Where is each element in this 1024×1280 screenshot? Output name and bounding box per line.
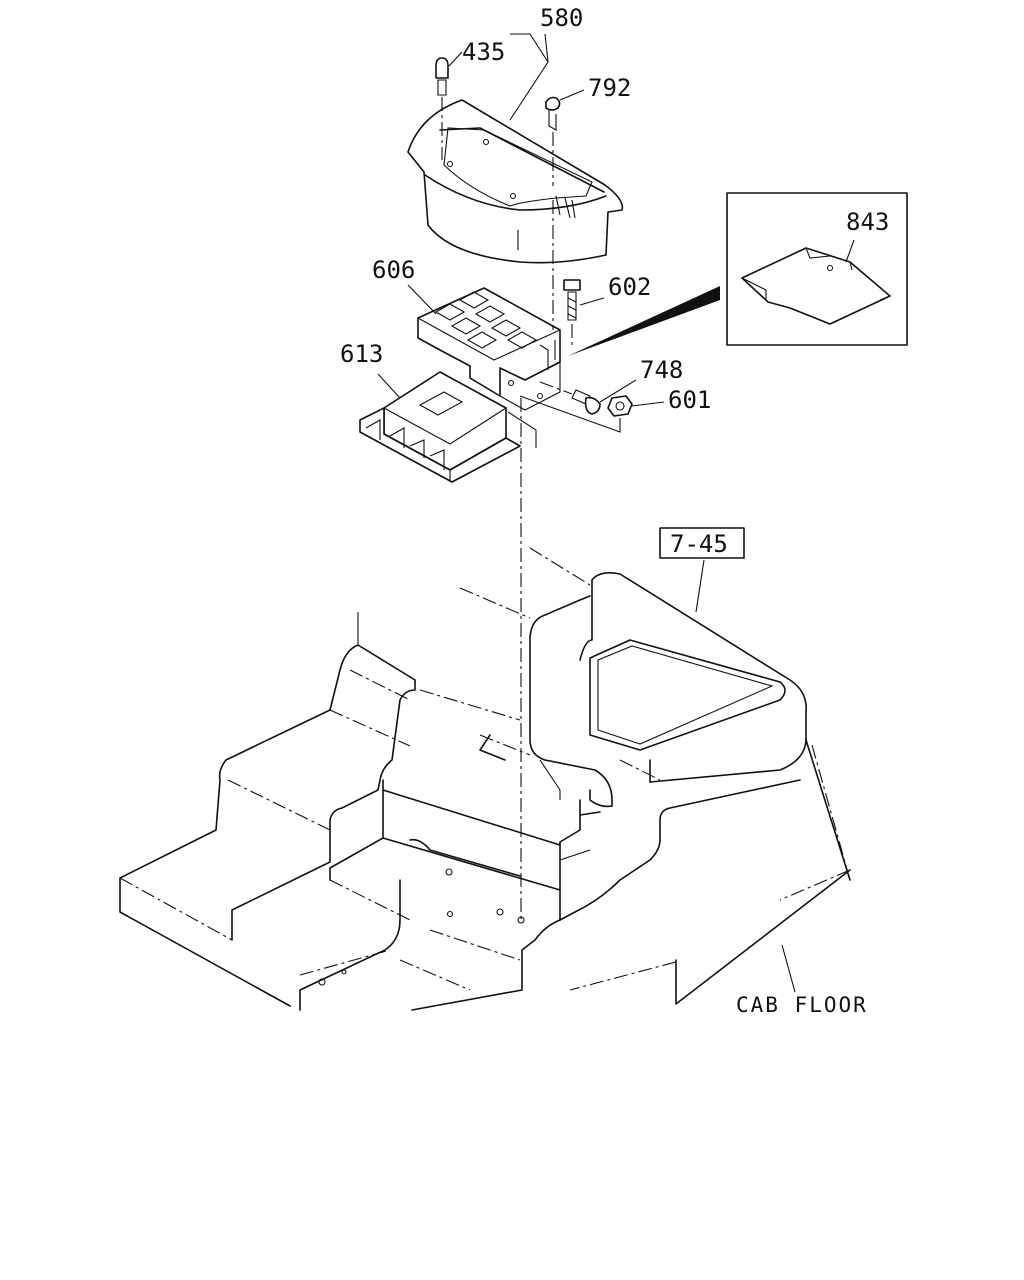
callout-580: 580: [540, 4, 583, 32]
leader-606: [407, 284, 437, 315]
callout-606: 606: [372, 256, 415, 284]
ref-box-7-45: [659, 527, 745, 559]
cover-580: [407, 99, 624, 264]
bolt-435: [435, 57, 449, 160]
callout-843: 843: [846, 208, 889, 236]
leader-601: [631, 401, 665, 407]
bracket-606: [417, 287, 561, 411]
cab-floor: [119, 547, 851, 1011]
leader-7-45: [695, 559, 705, 613]
leader-cab-floor: [781, 944, 796, 993]
detail-pointer: [568, 286, 720, 356]
callout-601: 601: [668, 386, 711, 414]
callout-602: 602: [608, 273, 651, 301]
leader-580: [509, 33, 549, 121]
detail-box-843: [726, 192, 908, 346]
nut-601: [519, 395, 633, 433]
leader-792: [559, 89, 585, 101]
callout-748: 748: [640, 356, 683, 384]
callout-435: 435: [462, 38, 505, 66]
cab-floor-label: CAB FLOOR: [736, 993, 868, 1017]
leader-613: [377, 373, 401, 399]
ecu-613: [359, 371, 521, 483]
callout-7-45: 7-45: [670, 530, 728, 558]
callout-613: 613: [340, 340, 383, 368]
leader-602: [579, 297, 605, 306]
leader-435: [448, 51, 463, 67]
callout-792: 792: [588, 74, 631, 102]
leader-748: [599, 379, 637, 403]
bolt-602: [563, 279, 581, 345]
clip-792: [545, 96, 561, 186]
bolt-748: [539, 381, 601, 415]
